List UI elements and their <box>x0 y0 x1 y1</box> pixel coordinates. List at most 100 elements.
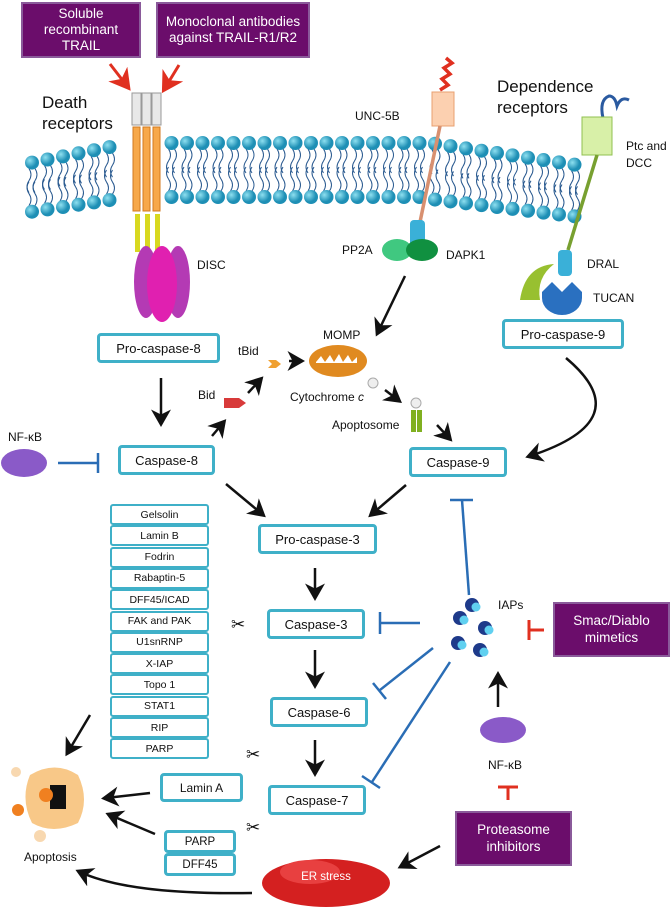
substrate-item: FAK and PAK <box>110 610 209 632</box>
lipid <box>350 190 365 204</box>
er-stress-label: ER stress <box>301 871 351 883</box>
lipid <box>71 197 86 212</box>
lipid <box>505 148 520 163</box>
lipid <box>383 148 394 174</box>
lipid <box>491 176 503 202</box>
lipid <box>226 190 241 204</box>
lipid <box>56 200 70 215</box>
cytochrome-c-italic: c <box>358 390 365 404</box>
lipid <box>273 190 287 204</box>
lipid <box>26 168 38 193</box>
substrate-item: X-IAP <box>110 653 209 675</box>
dependence-receptors-label: Dependence receptors <box>497 77 594 118</box>
er-stress-icon <box>262 859 390 907</box>
cell-membrane <box>25 136 582 224</box>
dral-label: DRAL <box>587 257 620 271</box>
lipid <box>536 205 551 220</box>
substrate-item: STAT1 <box>110 695 209 717</box>
lipid <box>491 158 503 184</box>
lipid <box>26 181 38 206</box>
lipid <box>445 151 456 177</box>
lipid <box>460 173 472 198</box>
substrate-item: RIP <box>110 717 209 738</box>
caspase-7-box: Caspase-7 <box>268 785 366 815</box>
lipid <box>569 186 580 211</box>
lipid <box>476 174 487 200</box>
nfkb-right-icon <box>480 717 526 743</box>
lipid <box>459 141 473 156</box>
substrate-item: Rabaptin-5 <box>110 567 209 589</box>
lipid <box>242 190 256 204</box>
pro-caspase-3-box: Pro-caspase-3 <box>258 524 377 554</box>
bid-icon <box>224 398 246 408</box>
lipid <box>211 190 225 204</box>
lipid <box>521 150 535 165</box>
lipid <box>166 166 177 192</box>
lipid <box>336 148 348 174</box>
lipid <box>290 148 301 174</box>
substrate-item: Gelsolin <box>110 504 209 525</box>
lipid <box>274 166 286 192</box>
lipid <box>259 148 270 174</box>
tbid-icon <box>268 360 281 368</box>
lipid <box>166 148 177 174</box>
lipid <box>304 136 318 150</box>
lipid <box>398 166 410 192</box>
nfkb-left-label: NF-κB <box>8 430 42 444</box>
smac-mimetics-box: Smac/Diablo mimetics <box>553 602 670 657</box>
lipid <box>381 136 396 150</box>
lipid <box>569 170 580 195</box>
lipid <box>257 190 272 204</box>
scissors-icons: ✂ <box>246 745 261 765</box>
lipid <box>228 148 239 174</box>
lipid <box>40 152 55 167</box>
lipid <box>538 165 549 191</box>
lipid <box>104 169 115 195</box>
lipid <box>553 168 565 193</box>
apoptotic-cell-icon <box>11 767 84 842</box>
apoptosome-icon <box>410 397 422 432</box>
lipid <box>536 153 551 168</box>
drug-arrow <box>161 64 184 94</box>
dff45-box: DFF45 <box>164 853 236 876</box>
lipid <box>352 148 363 174</box>
lipid <box>505 201 520 216</box>
lipid <box>366 190 380 204</box>
cytochrome-c-label: Cytochrome c <box>290 390 365 404</box>
lipid <box>259 166 270 192</box>
death-receptor-icon <box>131 92 190 322</box>
lipid <box>243 148 255 174</box>
cytochrome-c-icon <box>367 377 379 389</box>
lipid <box>102 193 117 208</box>
lipid <box>490 146 504 161</box>
substrate-item: U1snRNP <box>110 631 209 653</box>
lipid <box>212 166 224 192</box>
lipid <box>305 148 317 174</box>
pp2a-label: PP2A <box>342 243 373 257</box>
lipid <box>538 182 549 207</box>
lipid <box>195 136 210 150</box>
caspase-8-box: Caspase-8 <box>118 445 215 475</box>
lipid <box>476 156 487 182</box>
monoclonal-antibodies-box: Monoclonal antibodies against TRAIL-R1/R… <box>156 2 310 58</box>
lipid <box>398 148 410 174</box>
lipid <box>288 136 303 150</box>
lipid <box>288 190 303 204</box>
substrate-item: PARP <box>110 738 209 760</box>
lipid <box>42 179 53 204</box>
lipid <box>412 136 427 150</box>
lipid <box>73 159 84 184</box>
lipid <box>104 152 115 178</box>
lipid <box>397 136 411 150</box>
lipid <box>228 166 239 192</box>
drug-arrow <box>108 63 131 91</box>
parp-box: PARP <box>164 830 236 853</box>
scissors-icons: ✂ <box>231 615 246 635</box>
nfkb-left-icon <box>1 449 47 477</box>
lipid <box>335 190 349 204</box>
lipid <box>474 198 489 213</box>
dependence-receptor-icon <box>520 94 630 315</box>
lipid <box>102 140 117 155</box>
